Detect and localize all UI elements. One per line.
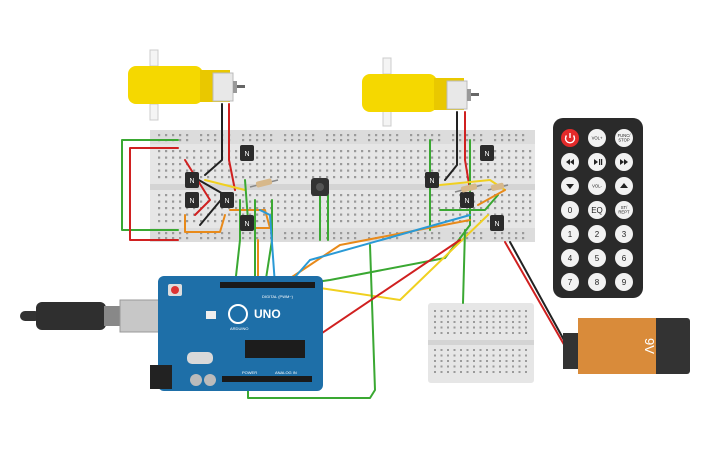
remote-button-label: 9 — [622, 278, 627, 287]
remote-button-label: 6 — [622, 254, 627, 263]
transistor-label: N — [464, 198, 469, 205]
transistor-6[interactable]: N — [480, 145, 494, 161]
rewind-icon — [566, 159, 574, 165]
remote-button-label: EQ — [591, 206, 603, 215]
dc-motor-left[interactable] — [128, 49, 245, 121]
transistor-8[interactable]: N — [460, 192, 474, 208]
remote-button-label: REPT — [618, 210, 630, 215]
remote-button-7[interactable]: 7 — [561, 273, 579, 291]
remote-button-vol[interactable]: VOL- — [588, 177, 606, 195]
remote-button-label: FUNC/ — [618, 133, 632, 138]
remote-button-label: 2 — [595, 230, 600, 239]
down-button[interactable] — [561, 177, 579, 195]
remote-button-1[interactable]: 1 — [561, 225, 579, 243]
remote-button-vol[interactable]: VOL+ — [588, 129, 606, 147]
fast-forward-icon — [620, 159, 628, 165]
resistors[interactable] — [249, 178, 509, 193]
breadboard-holes — [158, 134, 532, 240]
arduino-uno[interactable]: UNO DIGITAL (PWM~) POWER ANALOG IN ARDUI… — [150, 276, 323, 391]
resistor-3[interactable] — [487, 182, 509, 191]
power-button[interactable] — [561, 129, 579, 147]
mini-breadboard[interactable] — [428, 303, 534, 383]
transistor-5[interactable]: N — [240, 215, 254, 231]
remote-button-label: ST/ — [621, 205, 628, 210]
arduino-digital-label: DIGITAL (PWM~) — [262, 294, 294, 299]
fast-forward-button[interactable] — [615, 153, 633, 171]
transistor-label: N — [224, 198, 229, 205]
arduino-model-label: UNO — [254, 307, 281, 321]
resistor-1[interactable] — [249, 178, 279, 188]
remote-button-st-rept[interactable]: ST/REPT — [615, 201, 633, 219]
remote-button-5[interactable]: 5 — [588, 249, 606, 267]
ir-remote[interactable]: VOL+ FUNC/STOP VOL- 0 EQ ST/REPT 1 2 3 4 5 6 7 8 9 — [553, 118, 643, 298]
remote-button-3[interactable]: 3 — [615, 225, 633, 243]
transistor-label: N — [244, 151, 249, 158]
remote-button-label: 5 — [595, 254, 600, 263]
remote-button-label: STOP — [618, 138, 630, 143]
rewind-button[interactable] — [561, 153, 579, 171]
remote-button-8[interactable]: 8 — [588, 273, 606, 291]
transistor-label: N — [494, 221, 499, 228]
ir-receiver[interactable] — [311, 178, 329, 196]
remote-button-func-stop[interactable]: FUNC/STOP — [615, 129, 633, 147]
down-icon — [566, 184, 574, 189]
arduino-brand-label: ARDUINO — [230, 326, 248, 331]
remote-button-9[interactable]: 9 — [615, 273, 633, 291]
remote-button-label: 7 — [568, 278, 573, 287]
arduino-power-label: POWER — [242, 370, 257, 375]
transistor-2[interactable]: N — [185, 172, 199, 188]
remote-button-label: 1 — [568, 230, 573, 239]
transistor-label: N — [244, 221, 249, 228]
transistor-9[interactable]: N — [490, 215, 504, 231]
remote-button-label: VOL- — [592, 184, 602, 189]
transistor-label: N — [189, 198, 194, 205]
transistor-label: N — [484, 151, 489, 158]
play-pause-icon — [594, 159, 603, 165]
mini-breadboard-holes — [434, 310, 527, 373]
usb-cable[interactable] — [20, 299, 161, 333]
up-button[interactable] — [615, 177, 633, 195]
up-icon — [620, 183, 628, 188]
transistor-7[interactable]: N — [425, 172, 439, 188]
remote-button-label: 4 — [568, 254, 573, 263]
remote-buttons[interactable]: VOL+ FUNC/STOP VOL- 0 EQ ST/REPT 1 2 3 4 5 6 7 8 9 — [561, 129, 633, 291]
remote-button-4[interactable]: 4 — [561, 249, 579, 267]
remote-button-label: VOL+ — [592, 136, 603, 141]
transistor-4[interactable]: N — [220, 192, 234, 208]
remote-button-2[interactable]: 2 — [588, 225, 606, 243]
power-icon — [564, 133, 576, 144]
transistor-label: N — [429, 178, 434, 185]
battery-9v[interactable]: 9V — [563, 318, 690, 374]
transistor-3[interactable]: N — [185, 192, 199, 208]
remote-button-label: 3 — [622, 230, 627, 239]
remote-button-0[interactable]: 0 — [561, 201, 579, 219]
remote-button-label: 8 — [595, 278, 600, 287]
remote-button-6[interactable]: 6 — [615, 249, 633, 267]
transistors[interactable]: N N N N N N N N N — [185, 145, 504, 231]
dc-motor-right[interactable] — [362, 57, 479, 127]
battery-label: 9V — [642, 338, 657, 354]
play-pause-button[interactable] — [588, 153, 606, 171]
resistor-2[interactable] — [454, 183, 483, 193]
arduino-analog-label: ANALOG IN — [275, 370, 297, 375]
transistor-label: N — [189, 178, 194, 185]
remote-button-label: 0 — [568, 206, 573, 215]
remote-button-eq[interactable]: EQ — [588, 201, 606, 219]
transistor-1[interactable]: N — [240, 145, 254, 161]
